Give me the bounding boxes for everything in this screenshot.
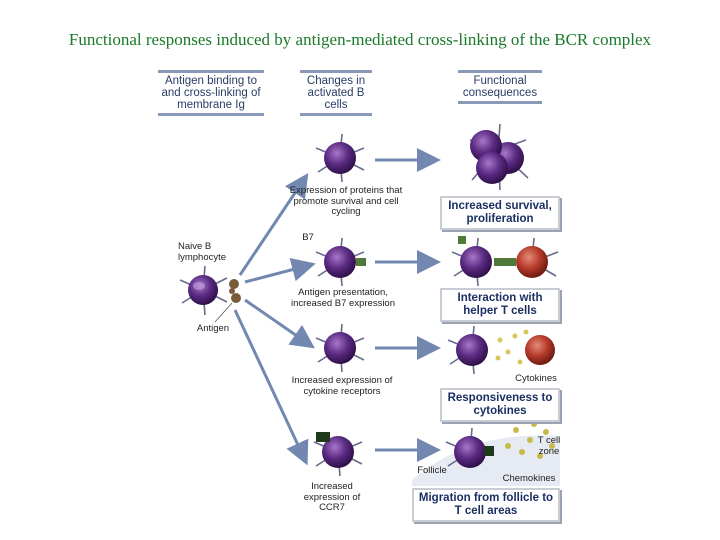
outcome-box-survival: Increased survival, proliferation	[440, 196, 560, 230]
outcome-box-migration: Migration from follicle to T cell areas	[412, 488, 560, 522]
tcell-zone-label: T cell zone	[537, 435, 561, 457]
follicle-label: Follicle	[417, 465, 447, 476]
branch-arrows	[233, 173, 316, 466]
activated-b-cell-3	[315, 323, 365, 373]
activated-b-cell-1	[315, 133, 365, 183]
cytokine-response	[447, 325, 555, 375]
row-arrows	[375, 148, 441, 462]
header-functional: Functional consequences	[458, 70, 542, 104]
naive-b-cell	[179, 265, 228, 316]
arrow-to-ccr7	[233, 309, 309, 466]
b7-label: B7	[302, 232, 314, 243]
antigen-presentation-label: Antigen presentation, increased B7 expre…	[290, 287, 396, 309]
arrow-to-presentation	[244, 257, 316, 284]
ccr7-label: Increased expression of CCR7	[303, 481, 361, 513]
activated-b-cell-2	[315, 237, 366, 287]
page-title: Functional responses induced by antigen-…	[68, 30, 652, 49]
header-antigen-binding: Antigen binding to and cross-linking of …	[158, 70, 264, 116]
migration	[412, 421, 560, 486]
antigen-label: Antigen	[196, 323, 230, 334]
outcome-box-helper-t: Interaction with helper T cells	[440, 288, 560, 322]
arrow-to-cytokine	[244, 298, 315, 349]
header-changes: Changes in activated B cells	[300, 70, 372, 116]
bt-interaction	[451, 236, 559, 287]
proliferating-cells	[469, 123, 529, 191]
antigen-particles	[229, 279, 241, 303]
antigen-pointer	[214, 302, 233, 323]
cytokines-label: Cytokines	[515, 373, 557, 384]
chemokines-label: Chemokines	[502, 473, 556, 484]
cytokine-receptors-label: Increased expression of cytokine recepto…	[291, 375, 393, 397]
arrow-to-survival	[238, 173, 309, 276]
outcome-box-cytokines: Responsiveness to cytokines	[440, 388, 560, 422]
naive-label: Naive B lymphocyte	[178, 241, 227, 263]
activated-b-cell-4	[313, 432, 363, 477]
survival-proteins-label: Expression of proteins that promote surv…	[289, 185, 403, 217]
